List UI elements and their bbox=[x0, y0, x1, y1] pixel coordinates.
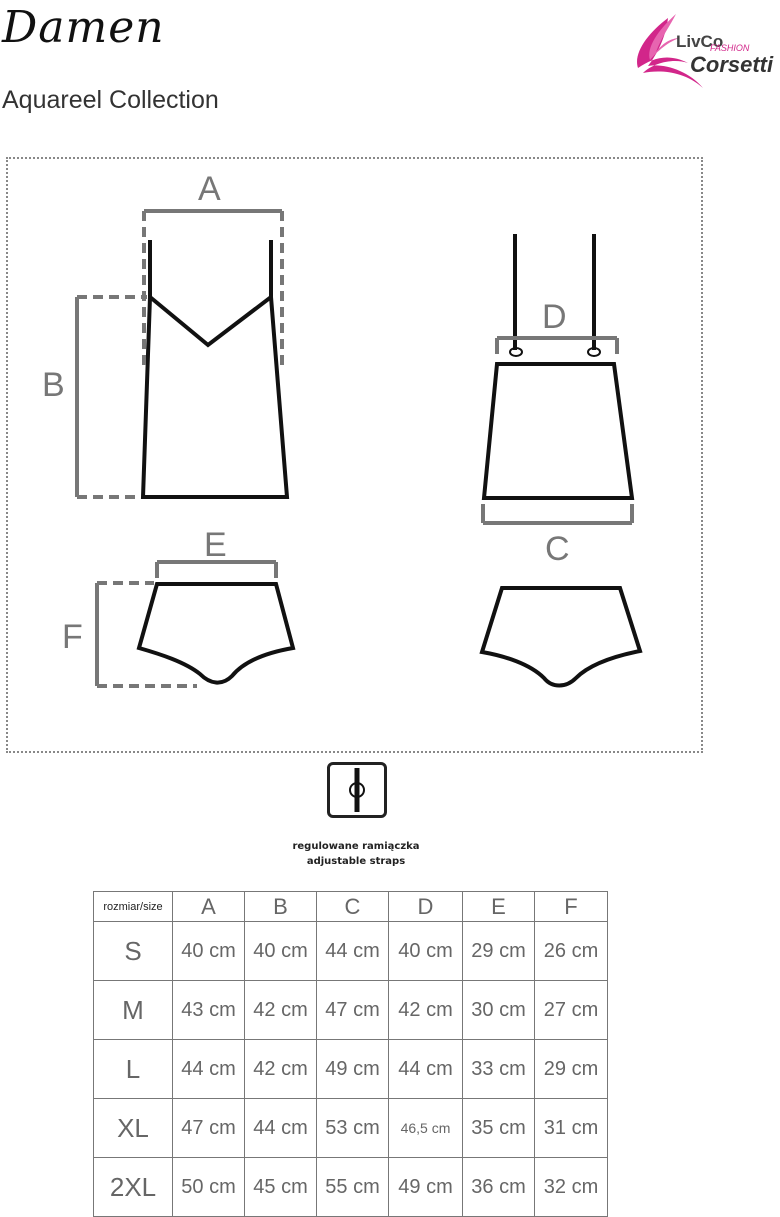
garment-diagram: A B D C E F bbox=[42, 170, 643, 688]
measure-e-guide bbox=[155, 560, 278, 578]
panty-front-drawing bbox=[136, 582, 296, 685]
value-cell: 30 cm bbox=[462, 980, 535, 1040]
table-row: M 43 cm 42 cm 47 cm 42 cm 30 cm 27 cm bbox=[93, 980, 608, 1040]
value-cell: 35 cm bbox=[462, 1098, 535, 1158]
value-cell: 29 cm bbox=[462, 921, 535, 981]
value-cell: 53 cm bbox=[316, 1098, 389, 1158]
size-cell: 2XL bbox=[93, 1157, 173, 1217]
value-cell: 40 cm bbox=[244, 921, 317, 981]
value-cell: 44 cm bbox=[316, 921, 389, 981]
label-d: D bbox=[542, 298, 567, 336]
table-row: 2XL 50 cm 45 cm 55 cm 49 cm 36 cm 32 cm bbox=[93, 1157, 608, 1217]
measure-d-guide bbox=[495, 336, 619, 354]
value-cell: 44 cm bbox=[172, 1039, 245, 1099]
label-f: F bbox=[62, 618, 83, 656]
measure-f-guide bbox=[95, 581, 197, 688]
size-cell: S bbox=[93, 921, 173, 981]
value-cell: 40 cm bbox=[388, 921, 463, 981]
strap-caption-en: adjustable straps bbox=[306, 856, 406, 867]
header-corner-cell: rozmiar/size bbox=[93, 891, 173, 922]
header-col-e: E bbox=[462, 891, 535, 922]
collection-subtitle: Aquareel Collection bbox=[2, 86, 219, 114]
value-cell: 42 cm bbox=[388, 980, 463, 1040]
value-cell: 44 cm bbox=[388, 1039, 463, 1099]
panty-back-drawing bbox=[479, 586, 643, 688]
header-col-f: F bbox=[534, 891, 608, 922]
header-col-b: B bbox=[244, 891, 317, 922]
value-cell: 40 cm bbox=[172, 921, 245, 981]
measure-b-guide bbox=[75, 295, 147, 499]
logo-swirl-icon bbox=[637, 14, 703, 88]
chemise-back-drawing bbox=[481, 234, 635, 500]
value-cell: 26 cm bbox=[534, 921, 608, 981]
value-cell: 32 cm bbox=[534, 1157, 608, 1217]
logo-text-corsetti: Corsetti bbox=[690, 52, 774, 77]
label-e: E bbox=[204, 526, 227, 564]
label-b: B bbox=[42, 366, 65, 404]
value-cell: 47 cm bbox=[316, 980, 389, 1040]
table-row: XL 47 cm 44 cm 53 cm 46,5 cm 35 cm 31 cm bbox=[93, 1098, 608, 1158]
strap-buckle-icon bbox=[349, 768, 365, 812]
header-col-c: C bbox=[316, 891, 389, 922]
size-cell: XL bbox=[93, 1098, 173, 1158]
label-c: C bbox=[545, 530, 570, 568]
label-a: A bbox=[198, 170, 221, 208]
value-cell: 36 cm bbox=[462, 1157, 535, 1217]
measurement-diagram bbox=[6, 157, 703, 753]
strap-caption-pl: regulowane ramiączka bbox=[292, 841, 420, 852]
value-cell: 44 cm bbox=[244, 1098, 317, 1158]
value-cell: 49 cm bbox=[388, 1157, 463, 1217]
adjustable-strap-icon bbox=[327, 762, 387, 818]
value-cell: 27 cm bbox=[534, 980, 608, 1040]
table-row: L 44 cm 42 cm 49 cm 44 cm 33 cm 29 cm bbox=[93, 1039, 608, 1099]
measure-a-guide bbox=[142, 209, 284, 366]
value-cell: 55 cm bbox=[316, 1157, 389, 1217]
brand-logo: LivCo FASHION Corsetti bbox=[628, 8, 780, 94]
value-cell: 43 cm bbox=[172, 980, 245, 1040]
value-cell: 47 cm bbox=[172, 1098, 245, 1158]
value-cell: 46,5 cm bbox=[388, 1098, 463, 1158]
chemise-front-drawing bbox=[140, 240, 290, 499]
size-cell: L bbox=[93, 1039, 173, 1099]
header-col-d: D bbox=[388, 891, 463, 922]
value-cell: 33 cm bbox=[462, 1039, 535, 1099]
header-col-a: A bbox=[172, 891, 245, 922]
table-row: S 40 cm 40 cm 44 cm 40 cm 29 cm 26 cm bbox=[93, 921, 608, 981]
size-table: rozmiar/size A B C D E F S 40 cm 40 cm 4… bbox=[93, 891, 608, 1217]
measure-c-guide bbox=[481, 504, 634, 525]
logo-text-livco: LivCo bbox=[676, 32, 724, 51]
value-cell: 49 cm bbox=[316, 1039, 389, 1099]
value-cell: 45 cm bbox=[244, 1157, 317, 1217]
size-cell: M bbox=[93, 980, 173, 1040]
value-cell: 29 cm bbox=[534, 1039, 608, 1099]
value-cell: 31 cm bbox=[534, 1098, 608, 1158]
value-cell: 42 cm bbox=[244, 1039, 317, 1099]
collection-title: Damen bbox=[2, 2, 165, 53]
value-cell: 42 cm bbox=[244, 980, 317, 1040]
value-cell: 50 cm bbox=[172, 1157, 245, 1217]
table-header-row: rozmiar/size A B C D E F bbox=[93, 891, 608, 922]
logo-text-fashion: FASHION bbox=[710, 43, 750, 53]
